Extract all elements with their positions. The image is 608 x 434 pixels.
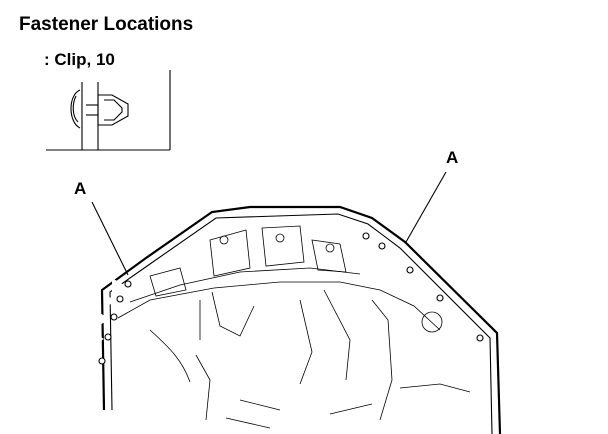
- clip-marker-right-3: [394, 266, 414, 280]
- diagram-title: Fastener Locations: [19, 14, 194, 35]
- hood-inner-structure: [149, 225, 471, 429]
- callout-leader-left: [91, 201, 129, 276]
- clip-marker-left-1: [112, 278, 132, 292]
- hood-outline: [100, 205, 502, 434]
- clip-legend-label: : Clip, 10: [44, 50, 115, 69]
- callout-label-left: A: [74, 179, 87, 198]
- clip-marker-right-5: [462, 334, 484, 350]
- legend-triangle-icon: [22, 54, 38, 74]
- callout-label-right: A: [446, 148, 459, 167]
- clip-marker-left-3: [98, 312, 118, 326]
- clip-marker-left-5: [86, 356, 106, 370]
- clip-marker-left-4: [92, 332, 112, 346]
- clip-detail-inset: [46, 70, 171, 151]
- clip-marker-right-1: [350, 230, 370, 244]
- callout-leader-right: [405, 171, 447, 243]
- clip-marker-right-4: [424, 294, 444, 308]
- clip-marker-right-2: [366, 242, 386, 256]
- clip-marker-left-2: [104, 294, 124, 308]
